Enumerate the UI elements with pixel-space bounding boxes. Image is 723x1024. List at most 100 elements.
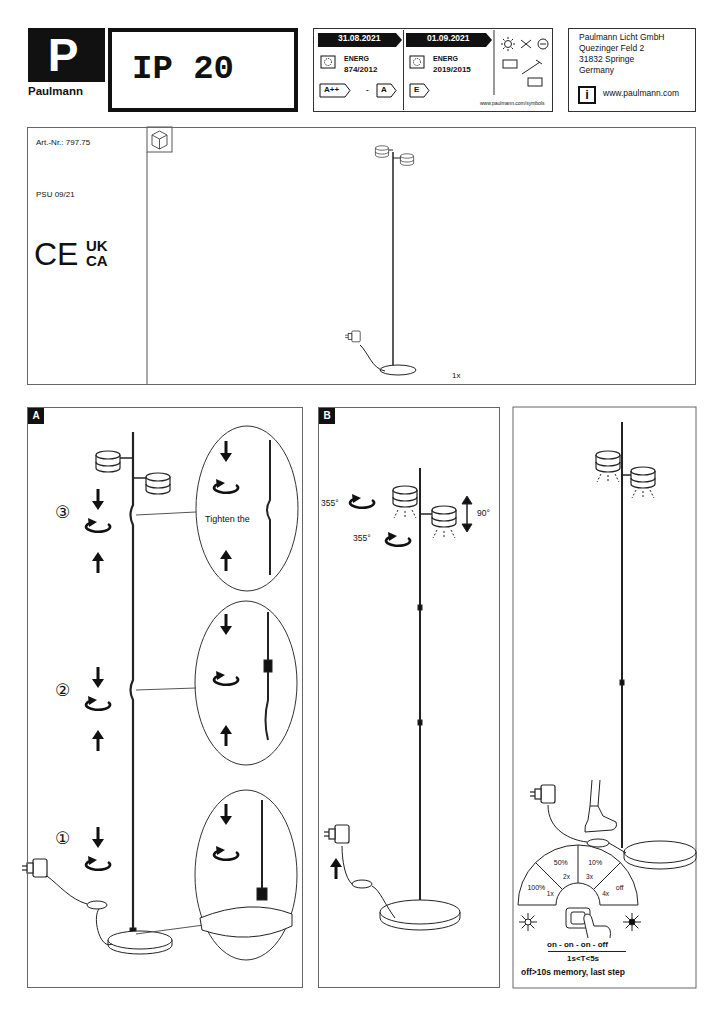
- step-arrows: [220, 614, 232, 635]
- dimmer-diagram: [518, 845, 638, 905]
- adjustment-drawing: [324, 825, 349, 843]
- step-arrows: [220, 550, 232, 571]
- assembly-drawing: [136, 925, 204, 934]
- assembly-drawing: [120, 457, 133, 459]
- lamp-overview: [400, 154, 413, 166]
- symbol-icons: [540, 44, 546, 45]
- operation-drawing: [609, 843, 626, 853]
- energy-label-box: 31.08.202101.09.2021ENERG874/2012ENERG20…: [313, 28, 553, 112]
- energy-mark: ENERG: [433, 55, 458, 63]
- dimmer-diagram: [536, 845, 621, 889]
- energy-artwork: [318, 30, 494, 110]
- press-count: 4x: [602, 890, 609, 897]
- symbol-icons: [528, 78, 542, 86]
- press-count: 3x: [586, 874, 593, 881]
- symbol-icons: [503, 60, 517, 68]
- assembly-drawing: [266, 612, 269, 740]
- assembly-drawing: [136, 688, 196, 690]
- address-box: Paulmann Licht GmbHQuezinger Feld 231832…: [568, 28, 696, 112]
- operation-drawing: [621, 422, 623, 848]
- energy-mark: ENERG: [344, 55, 369, 63]
- assembly-drawing: [47, 876, 87, 904]
- adjustment-drawing: [372, 886, 395, 918]
- address-line: Paulmann Licht GmbH: [579, 33, 665, 43]
- date-text: 31.08.2021: [338, 34, 381, 44]
- lamp-overview: [360, 345, 385, 371]
- energy-artwork: [494, 30, 495, 95]
- production-code: PSU 09/21: [36, 190, 75, 199]
- step-arrows: [214, 846, 238, 860]
- energy-artwork: [410, 84, 429, 97]
- quantity: 1x: [452, 371, 460, 380]
- assembly-drawing: [257, 888, 267, 900]
- energy-class: A: [381, 85, 387, 94]
- rotation-arrows: [386, 532, 410, 546]
- press-count: 1x: [547, 890, 554, 897]
- step-arrows: [92, 667, 104, 688]
- dimmer-diagram: [525, 919, 531, 925]
- symbol-icons: [521, 40, 531, 48]
- callout-number: ③: [55, 503, 70, 523]
- rotation-angle: 355°: [321, 499, 339, 509]
- rotation-arrows: [330, 494, 410, 879]
- rotation-angle: 355°: [353, 534, 371, 544]
- symbols-url: www.paulmann.com/symbols: [480, 101, 544, 107]
- operation-drawing: [585, 806, 617, 832]
- dim-level: 50%: [554, 859, 568, 867]
- adjustment-drawing: [342, 846, 352, 884]
- energy-artwork: [414, 59, 421, 66]
- package-icon: [147, 127, 172, 152]
- dimmer-diagram: [548, 951, 626, 952]
- adjustment-drawing: [419, 468, 421, 905]
- assembly-drawing: [96, 909, 112, 945]
- lamp-overview: [345, 331, 360, 342]
- step-arrows: [214, 479, 238, 493]
- assembly-drawing: [22, 432, 297, 960]
- dim-level: off: [616, 884, 624, 892]
- dimmer-diagram: [584, 914, 611, 938]
- symbol-icons: [501, 37, 515, 51]
- rotation-arrows: [330, 858, 342, 879]
- address-line: Quezinger Feld 2: [579, 44, 644, 54]
- press-duration: 1s<T<5s: [567, 954, 599, 963]
- ce-mark: CE: [34, 236, 78, 273]
- regulation-number: 874/2012: [344, 65, 377, 74]
- dimmer-diagram: [629, 919, 635, 925]
- operation-drawing: [596, 451, 620, 472]
- rotation-arrows: [350, 494, 374, 508]
- callout-number: ②: [55, 681, 70, 701]
- range-dash: -: [366, 85, 369, 94]
- package-icon: [147, 152, 148, 385]
- memory-note: off>10s memory, last step: [521, 968, 625, 978]
- step-arrows: [86, 856, 110, 870]
- energy-artwork: [320, 84, 350, 97]
- adjustment-drawing: [432, 506, 456, 527]
- website-url: www.paulmann.com: [603, 89, 679, 99]
- symbol-icons: [501, 37, 548, 86]
- symbol-icons: [538, 39, 548, 49]
- operation-drawing: [530, 422, 696, 869]
- logo-box: PPaulmann: [28, 28, 105, 82]
- oval-outline: [196, 426, 298, 591]
- assembly-drawing: [264, 660, 272, 672]
- step-arrows: [214, 671, 238, 685]
- logo-letter: P: [28, 28, 98, 82]
- lamp-overview: [389, 150, 393, 151]
- step-arrows: [86, 518, 110, 532]
- lamp-overview: [393, 158, 401, 159]
- energy-class: E: [414, 85, 419, 94]
- adjustment-drawing: [393, 486, 417, 507]
- address-line: 31832 Springe: [579, 55, 634, 65]
- assembly-drawing: [261, 800, 263, 900]
- operation-drawing: [624, 841, 696, 863]
- step-panel: B: [318, 407, 500, 988]
- assembly-drawing: [200, 907, 292, 937]
- adjustment-drawing: [462, 496, 472, 532]
- operation-drawing: [620, 680, 624, 685]
- energy-artwork: [318, 33, 402, 47]
- step-arrows: [92, 827, 104, 848]
- assembly-drawing: [195, 601, 297, 765]
- package-icon: [152, 131, 167, 149]
